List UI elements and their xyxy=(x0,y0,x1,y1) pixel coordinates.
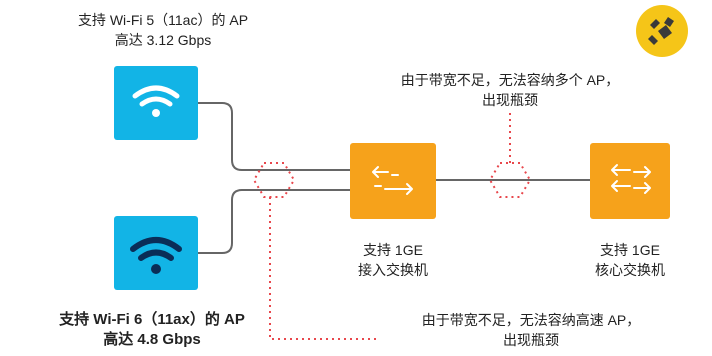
wifi-icon xyxy=(132,85,180,107)
wifi-icon xyxy=(130,237,182,261)
core-switch xyxy=(590,143,670,219)
ap6-label-line1: 支持 Wi-Fi 6（11ax）的 AP xyxy=(59,311,245,328)
access-switch-label: 支持 1GE 接入交换机 xyxy=(333,240,453,280)
switch-arrows-icon xyxy=(372,166,413,195)
bottleneck-bottom-line2: 出现瓶颈 xyxy=(503,332,559,348)
ap-wifi6 xyxy=(114,216,198,290)
ap5-label-line1: 支持 Wi-Fi 5（11ac）的 AP xyxy=(77,12,249,28)
ap6-label: 支持 Wi-Fi 6（11ax）的 AP 高达 4.8 Gbps xyxy=(22,310,282,350)
cable-ap6 xyxy=(198,189,350,254)
core-switch-line2: 核心交换机 xyxy=(595,262,665,278)
core-switch-label: 支持 1GE 核心交换机 xyxy=(570,240,690,280)
access-switch-line1: 支持 1GE xyxy=(363,242,423,258)
bottleneck-core-marker xyxy=(488,162,532,198)
core-switch-line1: 支持 1GE xyxy=(600,242,660,258)
ap5-label: 支持 Wi-Fi 5（11ac）的 AP 高达 3.12 Gbps xyxy=(48,10,278,50)
bottleneck-top-line1: 由于带宽不足，无法容纳多个 AP， xyxy=(400,72,620,88)
bottleneck-access-marker xyxy=(252,162,296,198)
ap-wifi5 xyxy=(114,66,198,140)
bottleneck-bottom-line1: 由于带宽不足，无法容纳高速 AP， xyxy=(421,312,641,328)
switch-arrows-icon xyxy=(611,164,651,194)
ap5-label-line2: 高达 3.12 Gbps xyxy=(114,32,212,48)
bottleneck-top-line2: 出现瓶颈 xyxy=(482,92,538,108)
cables xyxy=(198,102,590,254)
bottleneck-bottom-label: 由于带宽不足，无法容纳高速 AP， 出现瓶颈 xyxy=(376,310,686,350)
access-switch xyxy=(350,143,436,219)
access-switch-line2: 接入交换机 xyxy=(358,262,428,278)
bottleneck-markers xyxy=(252,113,532,340)
cable-ap5 xyxy=(198,102,350,171)
logo-icon xyxy=(636,5,688,57)
bottleneck-top-label: 由于带宽不足，无法容纳多个 AP， 出现瓶颈 xyxy=(355,70,665,110)
ap6-label-line2: 高达 4.8 Gbps xyxy=(103,331,201,348)
